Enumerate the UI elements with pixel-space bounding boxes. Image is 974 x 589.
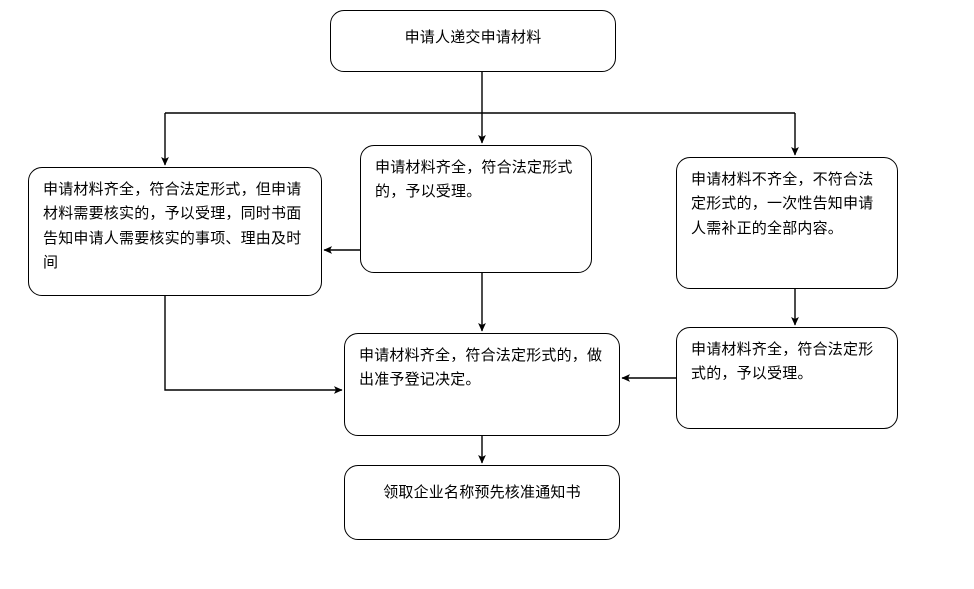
node-right-incomplete[interactable]: 申请材料不齐全，不符合法定形式的，一次性告知申请人需补正的全部内容。 bbox=[676, 157, 898, 289]
connector-left-verify-to-decision bbox=[164, 296, 343, 394]
node-right-incomplete-label: 申请材料不齐全，不符合法定形式的，一次性告知申请人需补正的全部内容。 bbox=[691, 170, 874, 237]
node-decision[interactable]: 申请材料齐全，符合法定形式的，做出准予登记决定。 bbox=[344, 333, 620, 436]
node-middle-accept[interactable]: 申请材料齐全，符合法定形式的，予以受理。 bbox=[360, 145, 592, 273]
node-submit[interactable]: 申请人递交申请材料 bbox=[330, 10, 616, 72]
node-left-verify[interactable]: 申请材料齐全，符合法定形式，但申请材料需要核实的，予以受理，同时书面告知申请人需… bbox=[28, 167, 322, 296]
node-submit-label: 申请人递交申请材料 bbox=[404, 28, 542, 46]
node-right-accept[interactable]: 申请材料齐全，符合法定形式的，予以受理。 bbox=[676, 327, 898, 429]
node-receive[interactable]: 领取企业名称预先核准通知书 bbox=[344, 465, 620, 540]
node-receive-label: 领取企业名称预先核准通知书 bbox=[383, 483, 581, 501]
node-left-verify-label: 申请材料齐全，符合法定形式，但申请材料需要核实的，予以受理，同时书面告知申请人需… bbox=[43, 180, 302, 271]
node-right-accept-label: 申请材料齐全，符合法定形式的，予以受理。 bbox=[691, 340, 874, 383]
node-decision-label: 申请材料齐全，符合法定形式的，做出准予登记决定。 bbox=[359, 346, 603, 389]
edge-layer bbox=[161, 72, 799, 464]
node-middle-accept-label: 申请材料齐全，符合法定形式的，予以受理。 bbox=[375, 158, 573, 201]
